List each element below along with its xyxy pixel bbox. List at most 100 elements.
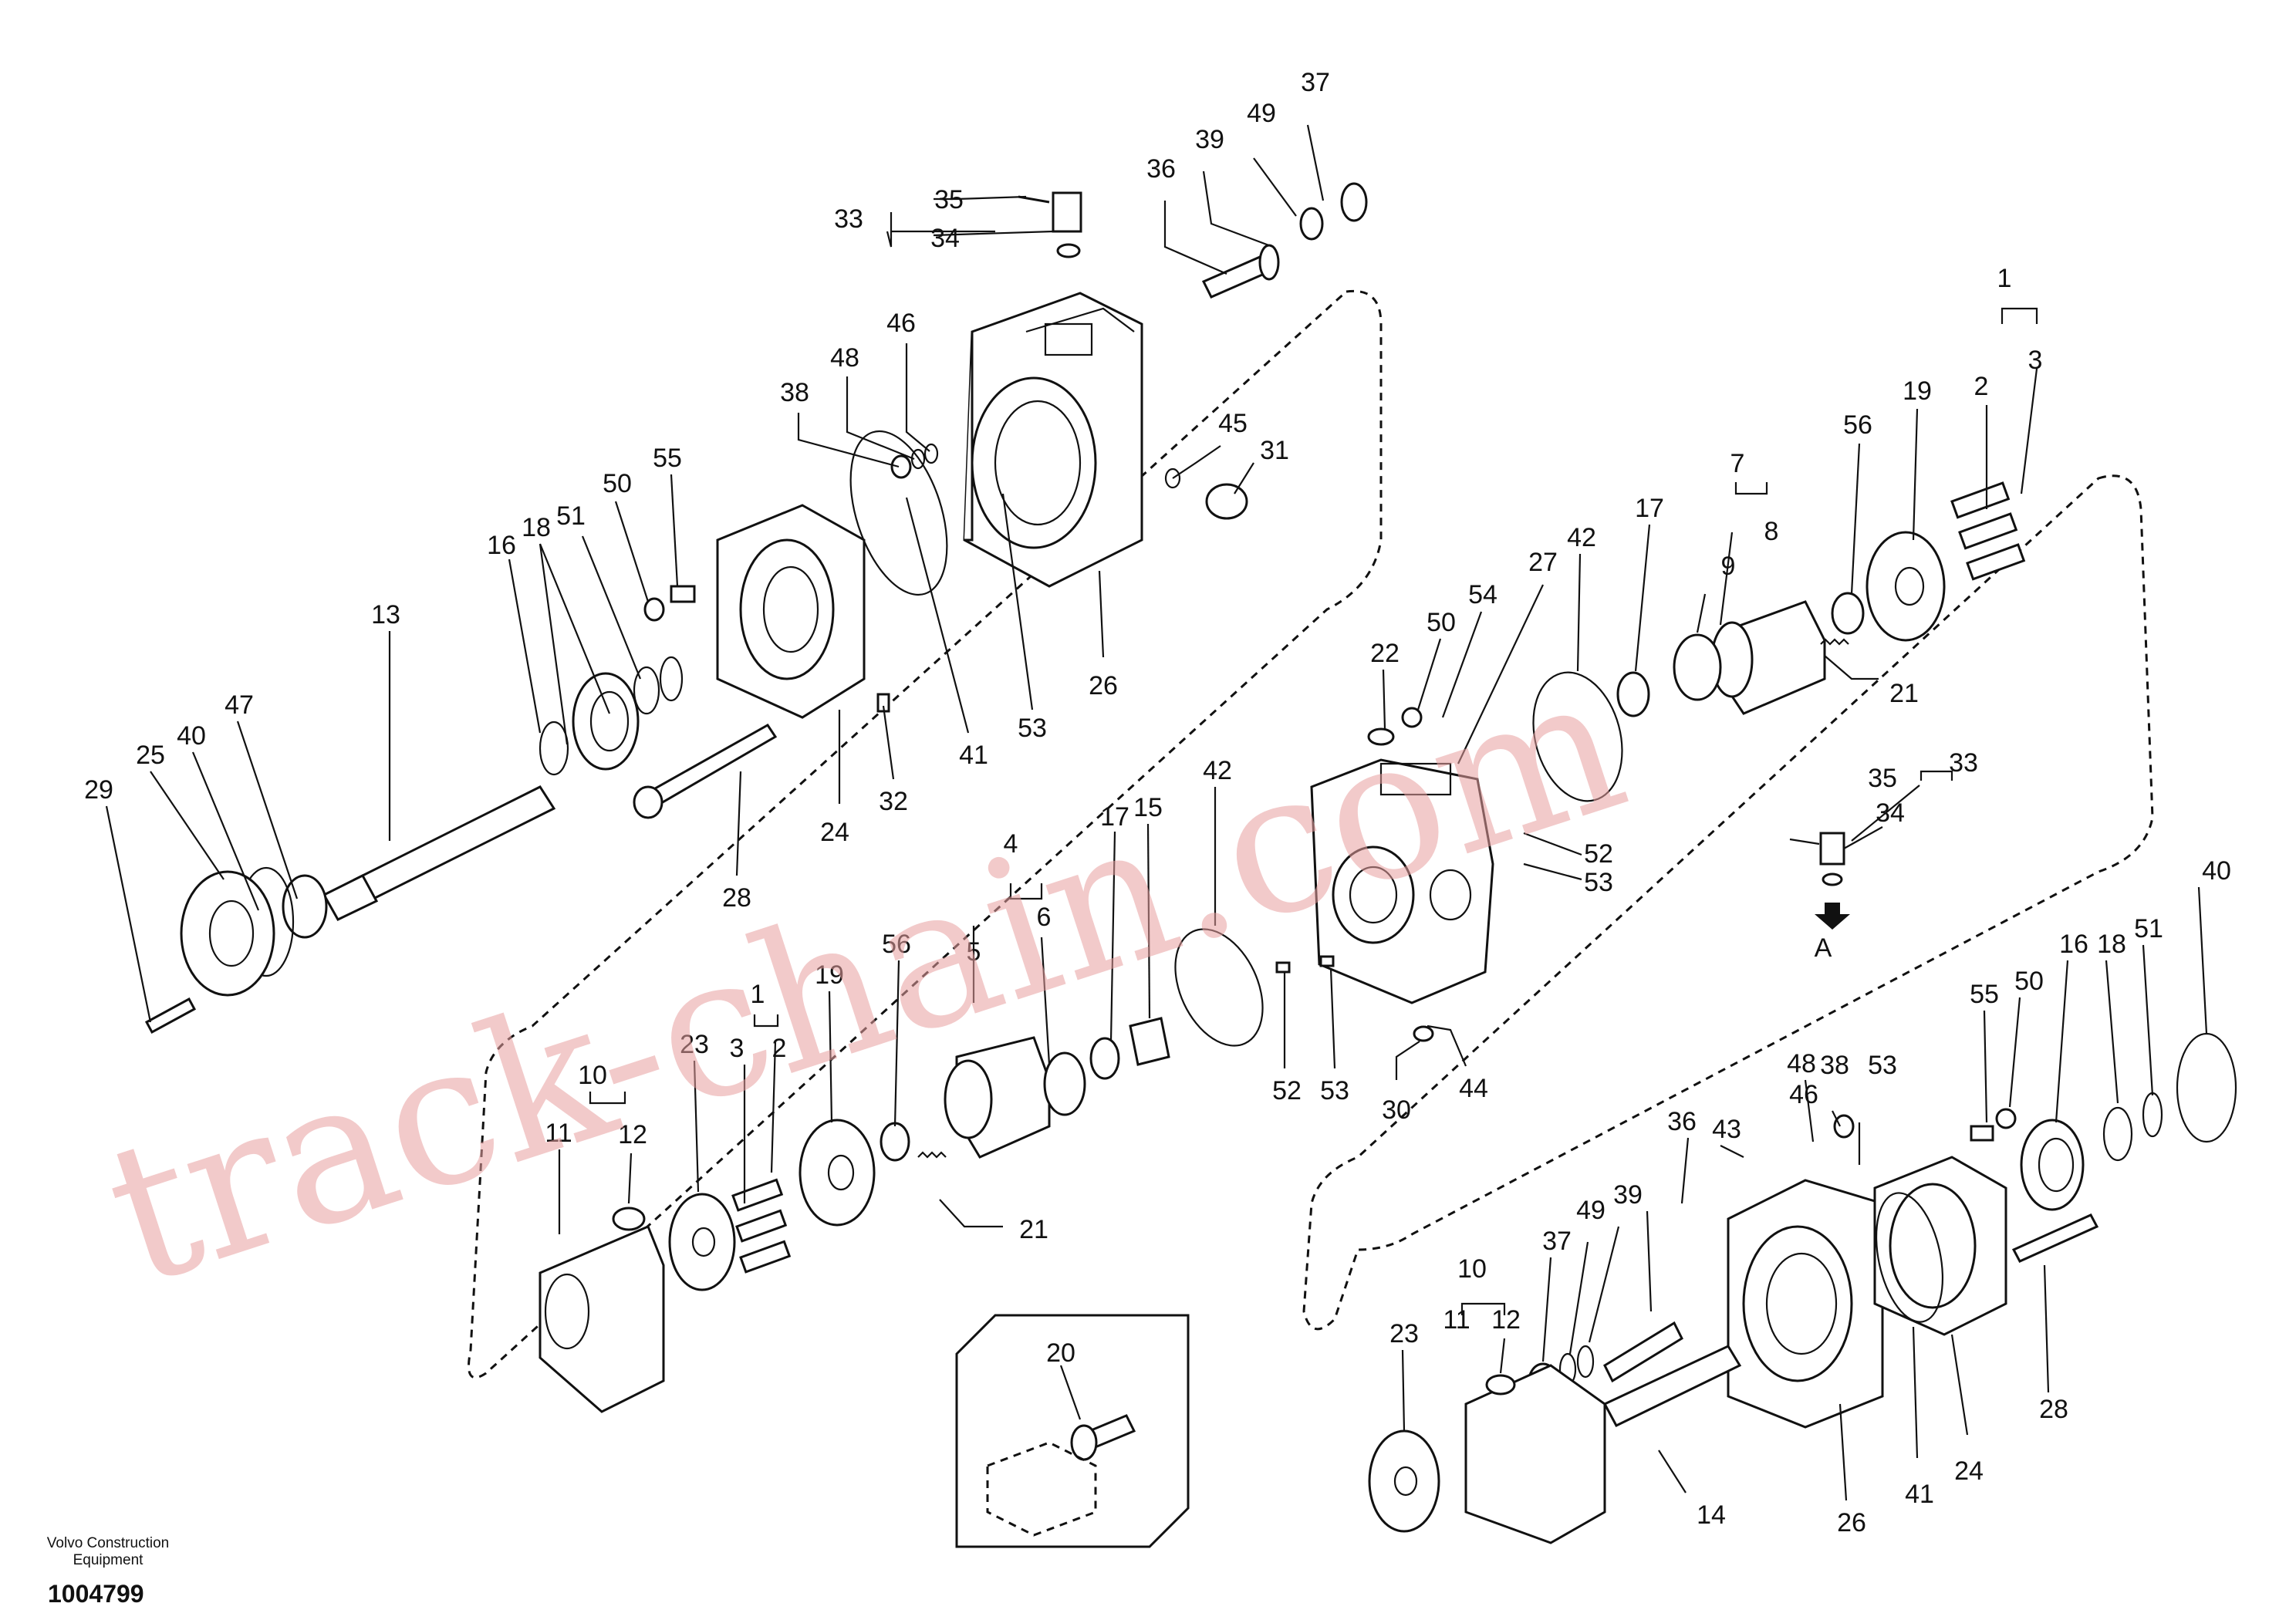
snap-ring-18 <box>539 721 569 776</box>
front-cover <box>716 504 866 719</box>
bearing-17-upper <box>1616 671 1650 717</box>
gasket-41 <box>849 430 948 596</box>
callout-label: 53 <box>1320 1076 1349 1105</box>
drive-shaft <box>322 785 556 921</box>
callout-label: 14 <box>1697 1500 1726 1530</box>
callout-label: 21 <box>1019 1215 1048 1244</box>
callout-label: 19 <box>815 960 844 990</box>
callout-label: 3 <box>2028 346 2043 375</box>
callout-label: 44 <box>1459 1074 1488 1103</box>
callout-label: 50 <box>2014 967 2044 996</box>
callout-label: 51 <box>2134 914 2163 943</box>
swash-plate-23 <box>668 1193 736 1291</box>
callout-label: 12 <box>1491 1305 1521 1335</box>
screw-55 <box>670 585 696 603</box>
valve-plate-6 <box>1043 1051 1086 1116</box>
piston-set-upper <box>1950 481 2026 581</box>
callout-label: 5 <box>967 937 981 967</box>
callout-label: 21 <box>1889 679 1919 708</box>
pin-22 <box>1367 727 1395 746</box>
bolt-28-head <box>633 785 663 819</box>
bearing-16-inner <box>589 690 630 752</box>
drive-shaft-lower <box>1602 1345 1742 1427</box>
seal-cover <box>180 870 275 997</box>
o-ring-42-upper <box>1532 671 1623 802</box>
snap-ring-18-lower <box>2102 1106 2133 1162</box>
callout-label: 41 <box>1905 1480 1934 1509</box>
callout-label: 8 <box>1764 517 1779 546</box>
callout-label: 39 <box>1195 125 1224 154</box>
callout-label: 20 <box>1046 1338 1075 1368</box>
o-ring-40-lower <box>2176 1032 2237 1143</box>
oil-seal-47 <box>282 874 328 939</box>
callout-label: 51 <box>556 501 586 531</box>
o-ring-45 <box>1164 467 1181 489</box>
valve-block <box>1310 758 1494 1004</box>
callout-label: 25 <box>136 741 165 770</box>
callout-label: 26 <box>1837 1508 1866 1537</box>
callout-label: 33 <box>834 204 863 234</box>
callout-label: 47 <box>225 690 254 720</box>
seal-38 <box>890 454 912 479</box>
callout-label: 40 <box>2202 856 2231 886</box>
callout-label: 40 <box>177 721 206 751</box>
callout-label: 38 <box>1820 1051 1849 1080</box>
view-arrow <box>1815 903 1850 930</box>
swash-support-lower <box>1464 1364 1606 1544</box>
callout-label: 55 <box>1970 980 1999 1009</box>
nut-50-lower <box>1995 1108 2017 1129</box>
control-valve-lower <box>1603 1321 1683 1383</box>
bearing-16-lower <box>2020 1119 2085 1211</box>
pin-52 <box>1275 961 1291 974</box>
upper-assembly-outline <box>468 289 1383 1379</box>
callout-label: 42 <box>1567 523 1596 552</box>
seal-48 <box>910 448 926 470</box>
brand-block: Volvo Construction Equipment <box>31 1535 185 1569</box>
callout-label: 35 <box>934 185 964 214</box>
callout-label: 52 <box>1584 839 1613 869</box>
callout-label: 18 <box>2097 930 2126 959</box>
callout-label: 28 <box>2039 1395 2068 1424</box>
front-cover-lower <box>1873 1156 2007 1336</box>
nut-50-mid <box>1401 707 1423 728</box>
callout-label: 34 <box>1876 798 1905 828</box>
callout-labels: 3749393635333446483845315550511816134740… <box>84 68 2231 1537</box>
bearing-16 <box>572 672 640 771</box>
seal-46 <box>923 443 939 464</box>
callout-label: 55 <box>653 444 682 473</box>
callout-label: 3 <box>730 1034 745 1063</box>
snap-ring-51-lower <box>2142 1092 2163 1138</box>
bearing-17-lower <box>1089 1037 1120 1080</box>
callout-label: 56 <box>1843 410 1872 440</box>
callout-label: 32 <box>879 787 908 816</box>
callout-label: 2 <box>1974 372 1989 401</box>
ring-39-lower <box>1576 1345 1595 1379</box>
snap-ring-18b <box>659 656 684 702</box>
callout-label: 12 <box>618 1120 647 1149</box>
view-marker-label: A <box>1815 933 1832 963</box>
callout-label: 37 <box>1542 1227 1572 1256</box>
control-valve <box>1201 182 1368 299</box>
seal-38-lower <box>1833 1114 1855 1139</box>
brand-line-2: Equipment <box>73 1552 144 1568</box>
pin-53 <box>1319 955 1335 967</box>
cylinder-block-lower <box>944 1036 1051 1159</box>
callout-label: 48 <box>1787 1049 1816 1078</box>
callout-label: 24 <box>1954 1456 1984 1486</box>
retainer-plate-19-upper <box>1866 531 1946 642</box>
pump-housing-lower <box>1727 1179 1884 1429</box>
callout-label: 16 <box>487 531 516 560</box>
callout-label: 36 <box>1146 154 1176 184</box>
callout-label: 7 <box>1730 449 1745 478</box>
callout-label: 46 <box>1789 1080 1818 1109</box>
callout-label: 23 <box>1389 1319 1419 1348</box>
callout-label: 18 <box>522 513 551 542</box>
screw-55-lower <box>1970 1125 1994 1142</box>
callout-label: 29 <box>84 775 113 805</box>
callout-label: 54 <box>1468 580 1497 609</box>
solenoid-inset <box>955 1314 1190 1548</box>
callout-label: 37 <box>1301 68 1330 97</box>
swash-plate-support-11 <box>539 1225 665 1413</box>
retainer-plate-19-lower <box>799 1119 876 1227</box>
callout-label: 17 <box>1100 802 1129 832</box>
